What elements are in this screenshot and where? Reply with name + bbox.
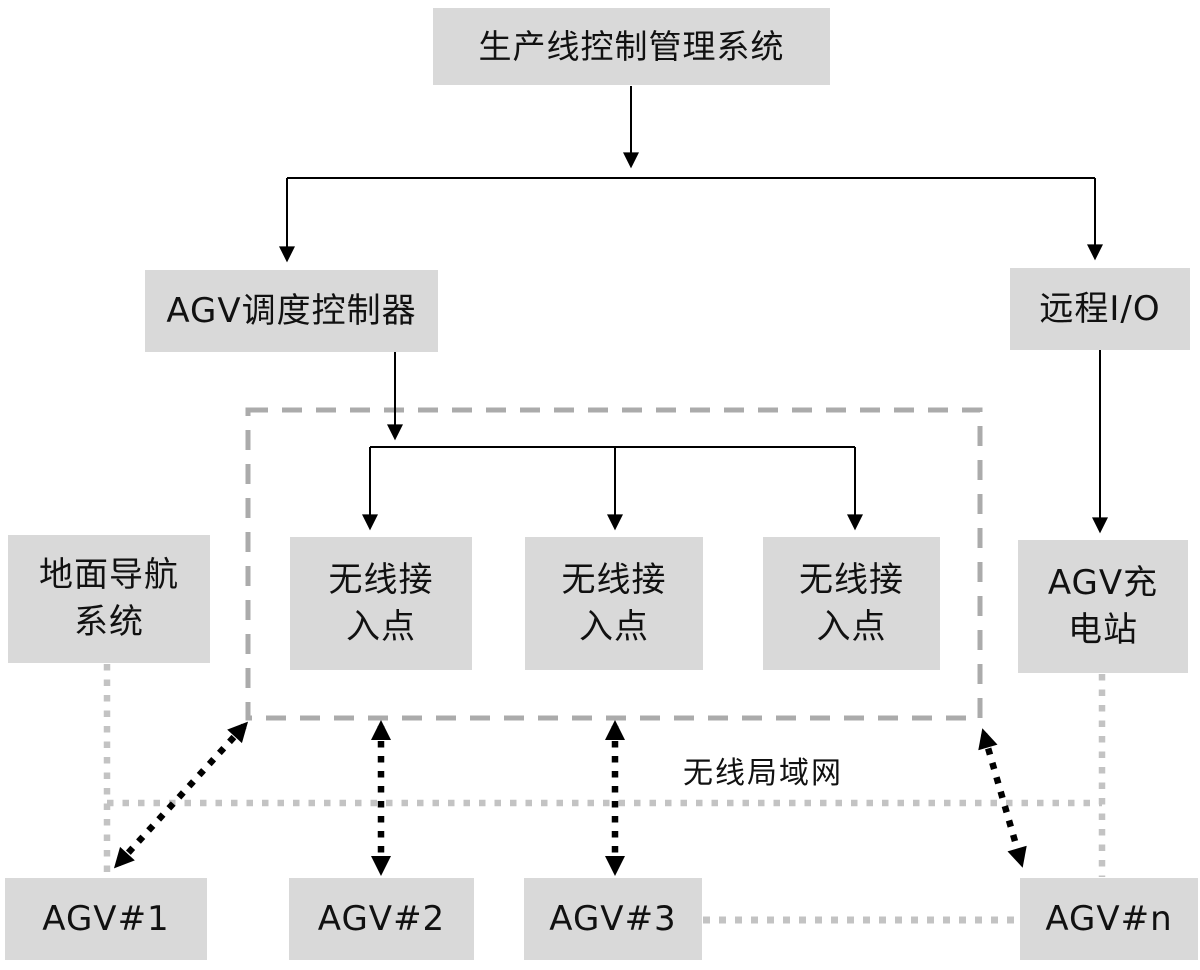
node-agv-2: AGV#2 <box>289 878 474 960</box>
radio-link-zone-to-agvn <box>978 728 1027 868</box>
wlan-zone-label: 无线局域网 <box>683 756 843 791</box>
node-wireless-access-point-2: 无线接 入点 <box>525 537 703 670</box>
node-agv-charging-station: AGV充 电站 <box>1018 540 1188 673</box>
node-remote-io: 远程I/O <box>1010 268 1190 350</box>
node-agv-3: AGV#3 <box>524 878 702 960</box>
node-wireless-access-point-3: 无线接 入点 <box>763 537 940 670</box>
wlan-zone-dashed-border <box>245 407 983 721</box>
node-production-control-system: 生产线控制管理系统 <box>433 8 830 85</box>
node-agv-dispatch-controller: AGV调度控制器 <box>145 270 438 352</box>
node-agv-n: AGV#n <box>1020 878 1198 960</box>
node-wireless-access-point-1: 无线接 入点 <box>290 537 472 670</box>
node-agv-1: AGV#1 <box>5 878 207 960</box>
node-ground-navigation-system: 地面导航 系统 <box>8 535 210 663</box>
radio-link-zone-to-agv1 <box>113 721 249 869</box>
